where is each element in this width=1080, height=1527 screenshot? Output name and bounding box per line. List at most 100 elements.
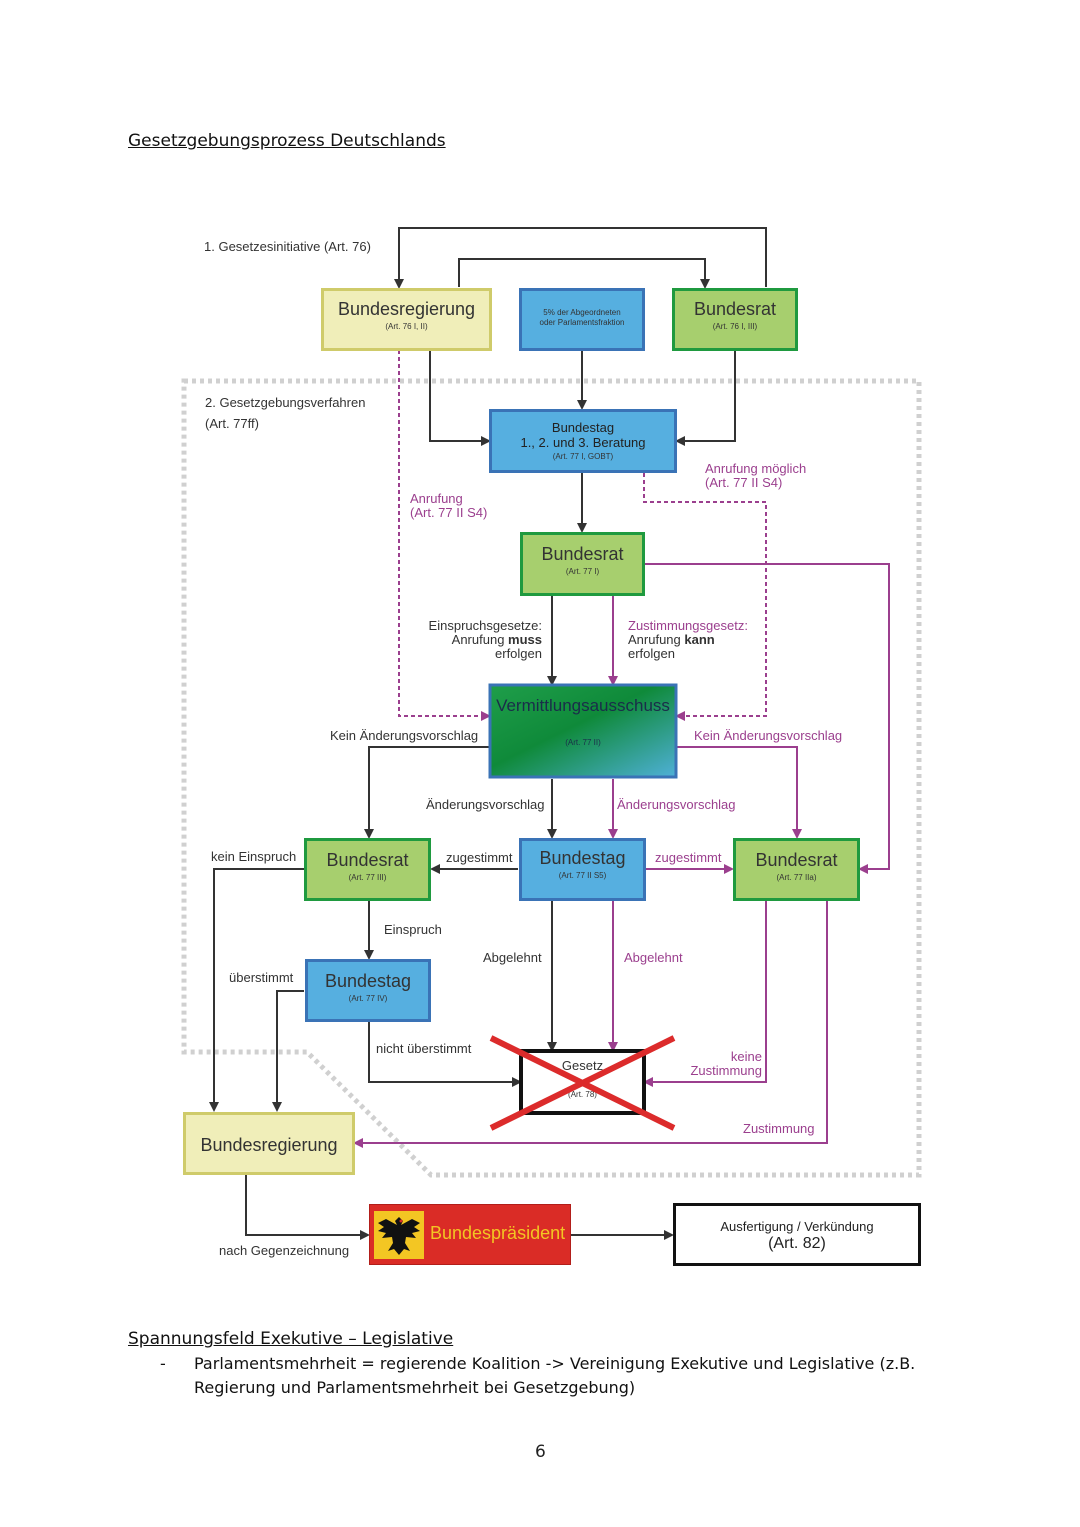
node-title: Bundesrat: [326, 850, 409, 870]
edge-breg-to-bp: [245, 1175, 370, 1240]
node-title: Vermittlungsausschuss: [496, 696, 670, 715]
label-anrufung: Anrufung (Art. 77 II S4): [410, 492, 487, 520]
label-einspruchsgesetze: Einspruchsgesetze: Anrufung muss erfolge…: [428, 619, 542, 661]
node-gesetz: Gesetz (Art. 78): [521, 1051, 644, 1113]
node-abgeordnete: 5% der Abgeordneten oder Parlamentsfrakt…: [519, 288, 645, 351]
label-ueberstimmt: überstimmt: [229, 970, 294, 985]
node-sub: (Art. 77 IIa): [776, 873, 817, 882]
node-bundestag-77iv: Bundestag (Art. 77 IV): [305, 959, 431, 1022]
bullet-item: - Parlamentsmehrheit = regierende Koalit…: [160, 1352, 940, 1400]
node-title: Bundestag: [324, 971, 412, 991]
bullet-marker: -: [160, 1354, 166, 1373]
bullet-text-line2: Regierung und Parlamentsmehrheit bei Ges…: [194, 1378, 636, 1397]
bullet-text-line1: Parlamentsmehrheit = regierende Koalitio…: [194, 1354, 916, 1373]
label-nach-gegenzeichnung: nach Gegenzeichnung: [219, 1243, 350, 1258]
label-zustimmung: Zustimmung: [743, 1121, 815, 1136]
node-bundestag-77ii: Bundestag (Art. 77 II S5): [519, 838, 646, 901]
node-bundesrat-77iia: Bundesrat (Art. 77 IIa): [733, 838, 860, 901]
node-sub: (Art. 82): [768, 1235, 826, 1252]
node-sub: (Art. 78): [568, 1090, 597, 1099]
node-title: Bundesrat: [693, 299, 777, 319]
node-sub: (Art. 77 II): [565, 738, 601, 747]
label-emphasis: muss: [508, 632, 542, 647]
node-line1: Bundestag: [551, 420, 615, 435]
label-line: Zustimmung: [690, 1063, 762, 1078]
node-sub: (Art. 77 II S5): [558, 871, 607, 880]
node-bundesrat-77iii: Bundesrat (Art. 77 III): [304, 838, 431, 901]
label-anrufung-moeglich: Anrufung möglich (Art. 77 II S4): [705, 462, 806, 490]
label-zugestimmt-right: zugestimmt: [655, 850, 722, 865]
label-line: (Art. 77 II S4): [410, 505, 488, 520]
page-title: Gesetzgebungsprozess Deutschlands: [128, 131, 446, 151]
edge-ueberstimmt: [272, 990, 304, 1112]
node-sub: (Art. 77 III): [348, 873, 387, 882]
node-title: Bundesregierung: [200, 1135, 338, 1155]
node-bundesrat-77i: Bundesrat (Art. 77 I): [520, 532, 645, 596]
label-line: Anrufung: [628, 632, 685, 647]
label-zustimmungsgesetz: Zustimmungsgesetz: Anrufung kann erfolge…: [628, 619, 748, 661]
node-line2: 1., 2. und 3. Beratung: [520, 435, 646, 450]
label-line: Zustimmungsgesetz:: [628, 618, 748, 633]
node-vermittlungsausschuss: Vermittlungsausschuss (Art. 77 II): [490, 685, 676, 777]
label-line: keine: [730, 1049, 762, 1064]
stage2-frame: [181, 378, 922, 1178]
label-zugestimmt-left: zugestimmt: [446, 850, 513, 865]
edge-brat-to-bundestag: [675, 350, 736, 446]
node-sub: (Art. 77 I): [565, 567, 600, 576]
edge-top-loop-inner: [458, 258, 710, 289]
node-title: Bundesregierung: [337, 299, 476, 319]
node-title: Bundesrat: [755, 850, 838, 870]
node-bundestag-beratung: Bundestag 1., 2. und 3. Beratung (Art. 7…: [489, 409, 677, 473]
stage2-label: 2. Gesetzgebungsverfahren (Art. 77ff): [205, 392, 365, 434]
edge-nicht-ueberstimmt: [368, 1022, 522, 1087]
node-title: Gesetz: [561, 1058, 604, 1073]
edge-zustimmung-to-breg: [353, 901, 828, 1148]
edge-kein-einspruch: [209, 868, 304, 1112]
edge-anrufung-right: [643, 473, 767, 721]
node-sub: (Art. 76 I, II): [385, 322, 428, 331]
node-bundesregierung-bottom: Bundesregierung: [183, 1112, 355, 1175]
label-aenderung-right: Änderungsvorschlag: [617, 797, 736, 812]
label-keine-zustimmung: keine Zustimmung: [686, 1050, 762, 1078]
eagle-icon: [374, 1211, 424, 1259]
label-einspruch: Einspruch: [384, 922, 442, 937]
node-sub: (Art. 76 I, III): [712, 322, 758, 331]
label-line: (Art. 77 II S4): [705, 475, 783, 490]
edge-top-loop-outer: [398, 227, 767, 287]
label-nicht-ueberstimmt: nicht überstimmt: [376, 1041, 472, 1056]
label-kein-einspruch: kein Einspruch: [211, 849, 297, 864]
page-number: 6: [535, 1442, 546, 1462]
node-title: Bundesrat: [541, 544, 624, 564]
edge-keine-zustimmung: [643, 901, 767, 1087]
label-line: Anrufung: [410, 491, 463, 506]
label-line: Anrufung möglich: [705, 461, 807, 476]
label-abgelehnt-right: Abgelehnt: [624, 950, 683, 965]
label-line: erfolgen: [495, 646, 542, 661]
node-line2: oder Parlamentsfraktion: [539, 318, 625, 327]
edge-brat77i-to-brat77iia: [644, 563, 890, 874]
label-kein-aenderung-right: Kein Änderungsvorschlag: [694, 728, 843, 743]
edge-va-kein-left: [364, 746, 489, 839]
node-title: Bundestag: [539, 848, 626, 868]
edge-breg-to-bundestag: [429, 350, 491, 446]
edge-va-kein-right: [677, 746, 802, 839]
node-sub: (Art. 77 IV): [348, 994, 388, 1003]
label-emphasis: kann: [684, 632, 715, 647]
node-bundesregierung-top: Bundesregierung (Art. 76 I, II): [321, 288, 492, 351]
section-title: Spannungsfeld Exekutive – Legislative: [128, 1329, 454, 1349]
va-box-bg: [488, 683, 678, 779]
node-title: Ausfertigung / Verkündung: [720, 1219, 874, 1234]
label-aenderung-left: Änderungsvorschlag: [426, 797, 545, 812]
stage1-label: 1. Gesetzesinitiative (Art. 76): [204, 239, 371, 254]
label-kein-aenderung-left: Kein Änderungsvorschlag: [330, 728, 479, 743]
label-line: erfolgen: [628, 646, 675, 661]
node-ausfertigung: Ausfertigung / Verkündung (Art. 82): [673, 1203, 921, 1266]
stage2-label-line2: (Art. 77ff): [205, 416, 259, 431]
node-sub: (Art. 77 I, GOBT): [552, 452, 614, 461]
label-line: Einspruchsgesetze:: [428, 618, 542, 633]
edge-anrufung-left: [398, 350, 491, 721]
node-bundespraesident: Bundespräsident: [369, 1204, 571, 1265]
node-title: Bundespräsident: [430, 1223, 566, 1243]
